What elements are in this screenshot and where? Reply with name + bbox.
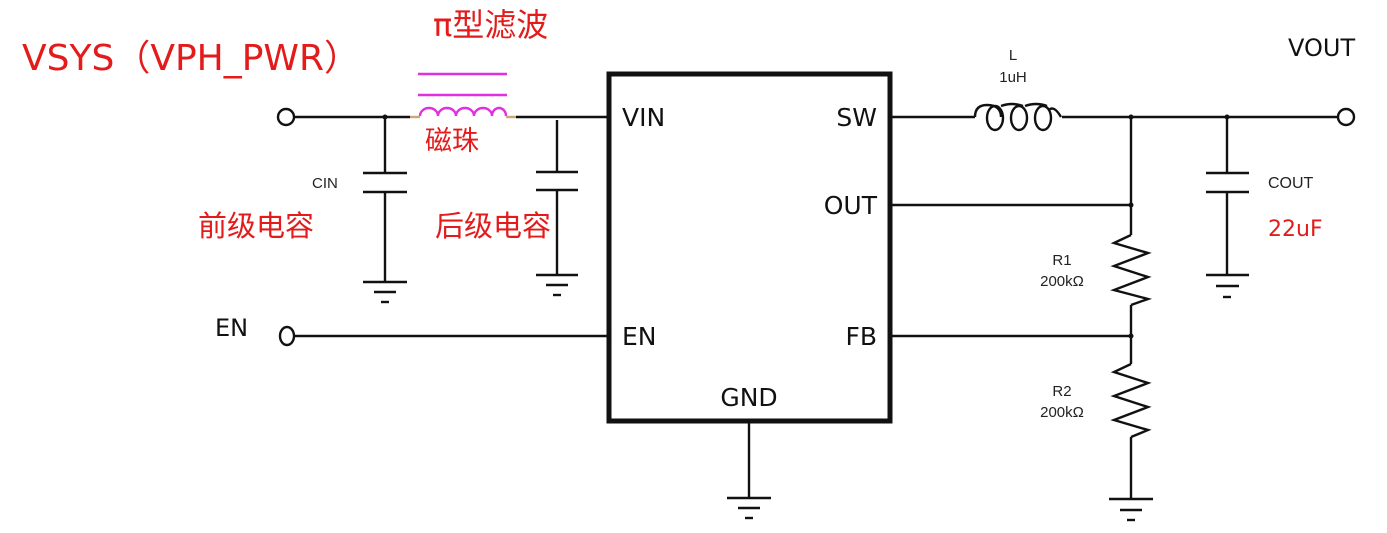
pin-out: OUT: [824, 191, 878, 220]
ground-icon: [1109, 497, 1153, 522]
r1-name: R1: [1052, 252, 1071, 269]
ground-icon: [1206, 273, 1249, 299]
ground-icon: [536, 273, 578, 297]
inductor-value: 1uH: [999, 69, 1027, 86]
cout-label: COUT: [1268, 175, 1314, 192]
ground-icon: [727, 496, 771, 520]
inductor-icon: [973, 102, 1063, 132]
en-terminal-label: EN: [215, 314, 248, 342]
cin-label: CIN: [312, 175, 338, 192]
r2-resistor: [1110, 362, 1152, 439]
r2-name: R2: [1052, 383, 1071, 400]
rear-capacitor: [536, 120, 578, 275]
en-terminal[interactable]: [278, 325, 296, 347]
cin-capacitor: [363, 117, 407, 282]
bead-label: 磁珠: [425, 126, 479, 157]
rear-cap-label: 后级电容: [435, 209, 551, 243]
vout-terminal[interactable]: [1336, 107, 1356, 127]
front-cap-label: 前级电容: [198, 209, 314, 243]
pi-filter-label: π型滤波: [433, 6, 548, 44]
pin-gnd: GND: [720, 383, 777, 412]
pin-fb: FB: [845, 322, 877, 351]
vout-label: VOUT: [1288, 34, 1355, 62]
vsys-terminal[interactable]: [276, 107, 296, 127]
cout-value: 22uF: [1268, 217, 1323, 242]
ground-icon: [363, 280, 407, 304]
vsys-title: VSYS（VPH_PWR）: [22, 38, 360, 79]
junction-dot: [1128, 333, 1134, 339]
r1-value: 200kΩ: [1040, 273, 1084, 290]
r2-value: 200kΩ: [1040, 404, 1084, 421]
cout-capacitor: [1206, 117, 1249, 275]
r1-resistor: [1110, 233, 1153, 307]
pin-en: EN: [622, 322, 657, 351]
ferrite-bead: [410, 72, 516, 119]
inductor-name: L: [1009, 47, 1017, 64]
pin-vin: VIN: [622, 103, 665, 132]
pin-sw: SW: [836, 103, 877, 132]
